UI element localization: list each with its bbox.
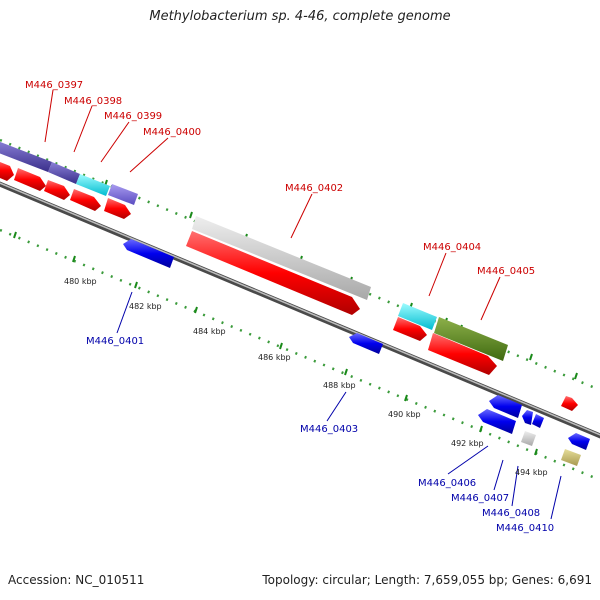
forward-label-leaders xyxy=(44,89,501,321)
forward-cds-arrows xyxy=(0,162,578,411)
tick-label: 486 kbp xyxy=(258,353,291,362)
accession-text: Accession: NC_010511 xyxy=(8,573,145,587)
feature-cyan-0399 xyxy=(76,174,110,196)
lower-tick-track xyxy=(0,228,600,482)
tick-label: 484 kbp xyxy=(193,327,226,336)
reverse-gene-labels: M446_0401 M446_0403 M446_0406 M446_0407 … xyxy=(86,336,554,534)
gene-label-m446-0404: M446_0404 xyxy=(423,242,481,253)
tick-label: 482 kbp xyxy=(129,302,162,311)
gene-label-m446-0403: M446_0403 xyxy=(300,424,358,435)
gene-label-m446-0397: M446_0397 xyxy=(25,80,83,91)
tick-label: 492 kbp xyxy=(451,439,484,448)
gene-label-m446-0398: M446_0398 xyxy=(64,96,122,107)
feature-purple xyxy=(0,141,52,172)
reverse-label-leaders xyxy=(116,291,562,520)
gene-label-m446-0400: M446_0400 xyxy=(143,127,201,138)
gene-label-m446-0407: M446_0407 xyxy=(451,493,509,504)
feature-olive-0405 xyxy=(434,317,508,361)
feature-grey-0408 xyxy=(521,431,536,446)
gene-label-m446-0406: M446_0406 xyxy=(418,478,476,489)
gene-label-m446-0401: M446_0401 xyxy=(86,336,144,347)
tick-label: 480 kbp xyxy=(64,277,97,286)
position-labels: 480 kbp 482 kbp 484 kbp 486 kbp 488 kbp … xyxy=(64,277,548,477)
feature-khaki-0410 xyxy=(561,449,581,466)
gene-label-m446-0405: M446_0405 xyxy=(477,266,535,277)
gene-label-m446-0408: M446_0408 xyxy=(482,508,540,519)
gene-label-m446-0402: M446_0402 xyxy=(285,183,343,194)
tick-label: 490 kbp xyxy=(388,410,421,419)
gene-label-m446-0399: M446_0399 xyxy=(104,111,162,122)
genome-stats-text: Topology: circular; Length: 7,659,055 bp… xyxy=(262,573,592,587)
feature-cyan-0404 xyxy=(398,303,437,330)
gene-label-m446-0410: M446_0410 xyxy=(496,523,554,534)
tick-label: 488 kbp xyxy=(323,381,356,390)
reverse-cds-arrows xyxy=(123,239,590,450)
forward-gene-labels: M446_0397 M446_0398 M446_0399 M446_0400 … xyxy=(25,80,535,277)
backbone-line xyxy=(0,181,600,439)
feature-grey-0402 xyxy=(192,216,371,300)
map-title: Methylobacterium sp. 4-46, complete geno… xyxy=(149,9,451,24)
major-ticks xyxy=(13,179,578,456)
feature-lavender-0400 xyxy=(108,184,138,205)
tick-label: 494 kbp xyxy=(515,468,548,477)
